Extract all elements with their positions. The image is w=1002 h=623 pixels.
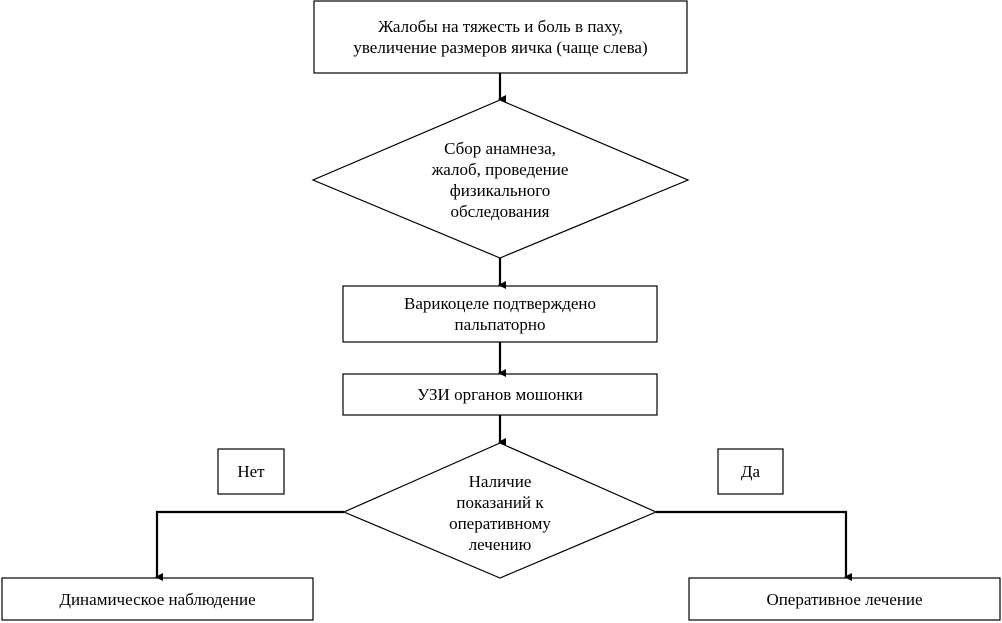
no-label-box [217,448,285,495]
observation-box [1,577,314,621]
complaints-box [313,0,688,74]
indications-diamond [342,442,658,579]
ultrasound-box [342,373,658,416]
surgery-box [688,577,1001,621]
varicocele-text: Варикоцеле подтверждено пальпаторно [404,294,596,334]
yes-label-text: Да [740,462,761,481]
history-text: Сбор анамнеза, жалоб, проведение физикал… [431,139,569,221]
no-label-text: Нет [237,462,265,481]
observation-text: Динамическое наблюдение [59,589,256,609]
complaints-text: Жалобы на тяжесть и боль в паху, увеличе… [353,17,648,57]
ultrasound-text: УЗИ органов мошонки [417,385,583,404]
indications-text: Наличие показаний к оперативному лечению [449,472,551,554]
yes-label-box [717,448,784,495]
arrow-indications-to-observation [155,510,344,581]
arrow-indications-to-surgery [656,510,852,581]
surgery-text: Оперативное лечение [766,589,923,609]
